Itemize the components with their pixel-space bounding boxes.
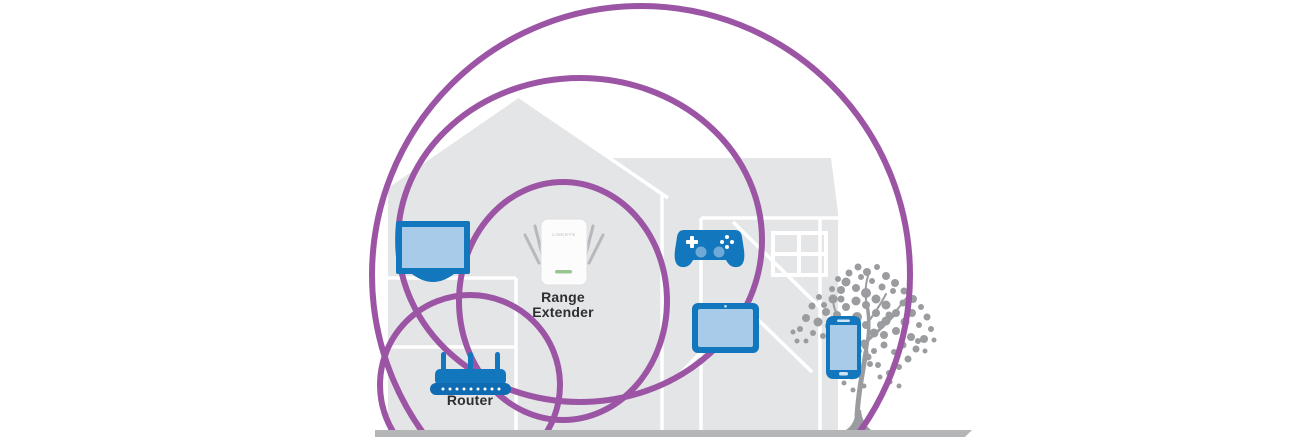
tv-icon xyxy=(396,221,470,282)
game-controller-icon xyxy=(674,230,745,268)
controller-buttons xyxy=(720,235,734,249)
ground-strip xyxy=(375,430,972,437)
right-house xyxy=(612,158,838,430)
controller-stick-left xyxy=(695,246,707,258)
roof-edge-line xyxy=(519,95,669,200)
range-extender-icon: LINKSYS xyxy=(523,218,605,286)
window xyxy=(771,231,828,277)
tablet-icon xyxy=(692,303,759,353)
smartphone-icon xyxy=(826,316,861,379)
router-coverage-ring xyxy=(377,292,563,430)
controller-stick-right xyxy=(713,246,725,258)
extender-led xyxy=(555,270,572,274)
outer-coverage-ring xyxy=(369,3,913,430)
router-led-dots xyxy=(441,387,501,391)
extender-brand-text: LINKSYS xyxy=(552,232,575,237)
range-extender-label: Range Extender xyxy=(532,289,594,320)
phone-home-button xyxy=(839,372,848,376)
router-label: Router xyxy=(446,392,494,408)
controller-dpad xyxy=(686,236,698,248)
phone-speaker xyxy=(837,319,850,322)
router-icon xyxy=(430,352,511,395)
extender-coverage-ring xyxy=(456,179,670,423)
tablet-camera xyxy=(724,305,727,308)
